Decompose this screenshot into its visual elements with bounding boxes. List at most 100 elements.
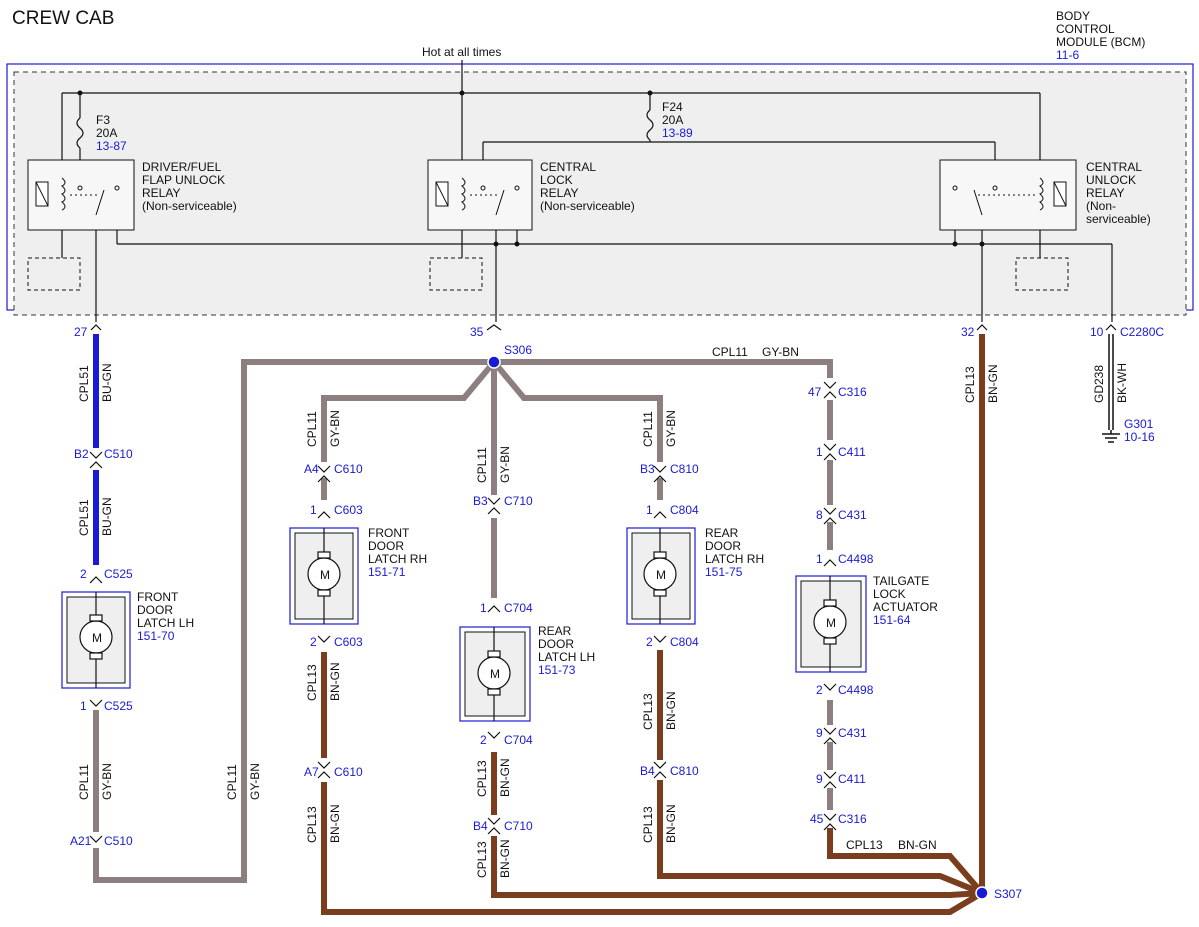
comp-rrh-l3: LATCH RH bbox=[705, 552, 764, 566]
svg-text:CPL11: CPL11 bbox=[641, 411, 655, 447]
svg-text:B4: B4 bbox=[640, 764, 655, 778]
svg-text:CPL13: CPL13 bbox=[475, 760, 489, 797]
hot-at-all-times-label: Hot at all times bbox=[422, 45, 501, 59]
svg-text:BN-GN: BN-GN bbox=[664, 804, 678, 843]
relay1-l2: FLAP UNLOCK bbox=[142, 173, 225, 187]
svg-text:C4498: C4498 bbox=[838, 552, 874, 566]
svg-text:BN-GN: BN-GN bbox=[328, 662, 342, 701]
relay2-l3: RELAY bbox=[540, 186, 578, 200]
svg-text:B3: B3 bbox=[473, 494, 488, 508]
wire-labels: CPL51 BU-GN CPL51 BU-GN CPL11 GY-BN CPL1… bbox=[77, 345, 1129, 878]
ground-ref[interactable]: 10-16 bbox=[1124, 430, 1155, 444]
svg-text:C810: C810 bbox=[670, 764, 699, 778]
relay2-l4: (Non-serviceable) bbox=[540, 199, 635, 213]
svg-text:1: 1 bbox=[816, 445, 823, 459]
splice-s306 bbox=[487, 355, 501, 369]
comp-rrh-l2: DOOR bbox=[705, 539, 741, 553]
svg-text:C411: C411 bbox=[838, 445, 866, 459]
svg-text:C316: C316 bbox=[838, 812, 867, 826]
ground-g301[interactable]: G301 bbox=[1124, 417, 1154, 431]
connector-c2280c[interactable]: C2280C bbox=[1120, 325, 1164, 339]
svg-text:CPL11: CPL11 bbox=[225, 764, 239, 800]
svg-text:GY-BN: GY-BN bbox=[248, 763, 262, 800]
comp-rlh-ref[interactable]: 151-73 bbox=[538, 663, 576, 677]
svg-text:A7: A7 bbox=[304, 765, 319, 779]
svg-text:C525: C525 bbox=[104, 699, 133, 713]
svg-text:BN-GN: BN-GN bbox=[498, 758, 512, 797]
svg-text:B2: B2 bbox=[74, 447, 89, 461]
svg-text:1: 1 bbox=[80, 699, 87, 713]
comp-rrh-l1: REAR bbox=[705, 526, 739, 540]
svg-text:1: 1 bbox=[480, 601, 487, 615]
comp-tg-l1: TAILGATE bbox=[873, 574, 929, 588]
comp-rlh-l2: DOOR bbox=[538, 637, 574, 651]
svg-text:C603: C603 bbox=[334, 635, 363, 649]
comp-flh-l2: DOOR bbox=[137, 603, 173, 617]
relay1-l3: RELAY bbox=[142, 186, 180, 200]
svg-text:GY-BN: GY-BN bbox=[100, 763, 114, 800]
comp-rrh-ref[interactable]: 151-75 bbox=[705, 565, 743, 579]
comp-flh-ref[interactable]: 151-70 bbox=[137, 629, 175, 643]
relay3-l1: CENTRAL bbox=[1086, 160, 1142, 174]
svg-text:47: 47 bbox=[808, 385, 822, 399]
fuse-f3-ref[interactable]: 13-87 bbox=[96, 139, 127, 153]
svg-text:C704: C704 bbox=[504, 733, 533, 747]
comp-rlh-l3: LATCH LH bbox=[538, 650, 595, 664]
svg-text:BN-GN: BN-GN bbox=[664, 691, 678, 730]
fuse-f3-name: F3 bbox=[96, 113, 110, 127]
svg-text:C411: C411 bbox=[838, 772, 866, 786]
svg-text:C510: C510 bbox=[104, 447, 133, 461]
s306-label[interactable]: S306 bbox=[504, 343, 532, 357]
pin-35: 35 bbox=[470, 325, 484, 339]
comp-frh-l2: DOOR bbox=[368, 539, 404, 553]
comp-frh-l1: FRONT bbox=[368, 526, 410, 540]
motor-lh-front: M bbox=[92, 631, 102, 645]
svg-text:1: 1 bbox=[816, 552, 823, 566]
svg-text:CPL13: CPL13 bbox=[846, 838, 883, 852]
motor-lh-rear: M bbox=[490, 667, 500, 681]
svg-text:2: 2 bbox=[80, 567, 87, 581]
svg-text:BK-WH: BK-WH bbox=[1115, 363, 1129, 403]
bcm-label-3: MODULE (BCM) bbox=[1056, 35, 1145, 49]
svg-text:C431: C431 bbox=[838, 508, 867, 522]
svg-text:B3: B3 bbox=[640, 462, 655, 476]
svg-text:CPL51: CPL51 bbox=[77, 499, 91, 536]
svg-text:C804: C804 bbox=[670, 635, 699, 649]
svg-text:C810: C810 bbox=[670, 462, 699, 476]
svg-text:CPL13: CPL13 bbox=[305, 664, 319, 701]
svg-text:9: 9 bbox=[816, 726, 823, 740]
svg-text:BN-GN: BN-GN bbox=[986, 364, 1000, 403]
fuse-f24-ref[interactable]: 13-89 bbox=[662, 126, 693, 140]
fuse-f24-name: F24 bbox=[662, 100, 683, 114]
svg-text:BU-GN: BU-GN bbox=[100, 363, 114, 402]
svg-text:CPL11: CPL11 bbox=[475, 447, 489, 483]
pin-27: 27 bbox=[74, 325, 88, 339]
svg-text:CPL13: CPL13 bbox=[641, 693, 655, 730]
relay3-l4: (Non- bbox=[1086, 199, 1116, 213]
bcm-ref[interactable]: 11-6 bbox=[1056, 48, 1079, 62]
svg-text:2: 2 bbox=[816, 683, 823, 697]
comp-frh-l3: LATCH RH bbox=[368, 552, 427, 566]
relay1-l4: (Non-serviceable) bbox=[142, 199, 237, 213]
fuse-f3-rating: 20A bbox=[96, 126, 117, 140]
svg-text:C316: C316 bbox=[838, 385, 867, 399]
svg-text:2: 2 bbox=[646, 635, 653, 649]
bcm-label-2: CONTROL bbox=[1056, 22, 1115, 36]
comp-frh-ref[interactable]: 151-71 bbox=[368, 565, 406, 579]
svg-text:GD238: GD238 bbox=[1092, 365, 1106, 403]
fuse-f24-rating: 20A bbox=[662, 113, 683, 127]
bn-gn-wires bbox=[321, 334, 985, 915]
svg-text:BU-GN: BU-GN bbox=[100, 497, 114, 536]
relay3-l5: serviceable) bbox=[1086, 212, 1151, 226]
svg-text:CPL51: CPL51 bbox=[77, 365, 91, 402]
svg-text:2: 2 bbox=[480, 733, 487, 747]
svg-text:2: 2 bbox=[310, 635, 317, 649]
svg-text:BN-GN: BN-GN bbox=[328, 804, 342, 843]
comp-tg-ref[interactable]: 151-64 bbox=[873, 613, 911, 627]
diagram-title: CREW CAB bbox=[12, 8, 114, 29]
ground-wire bbox=[1102, 334, 1120, 443]
svg-text:1: 1 bbox=[646, 503, 653, 517]
s307-label[interactable]: S307 bbox=[994, 887, 1022, 901]
svg-text:BN-GN: BN-GN bbox=[498, 839, 512, 878]
